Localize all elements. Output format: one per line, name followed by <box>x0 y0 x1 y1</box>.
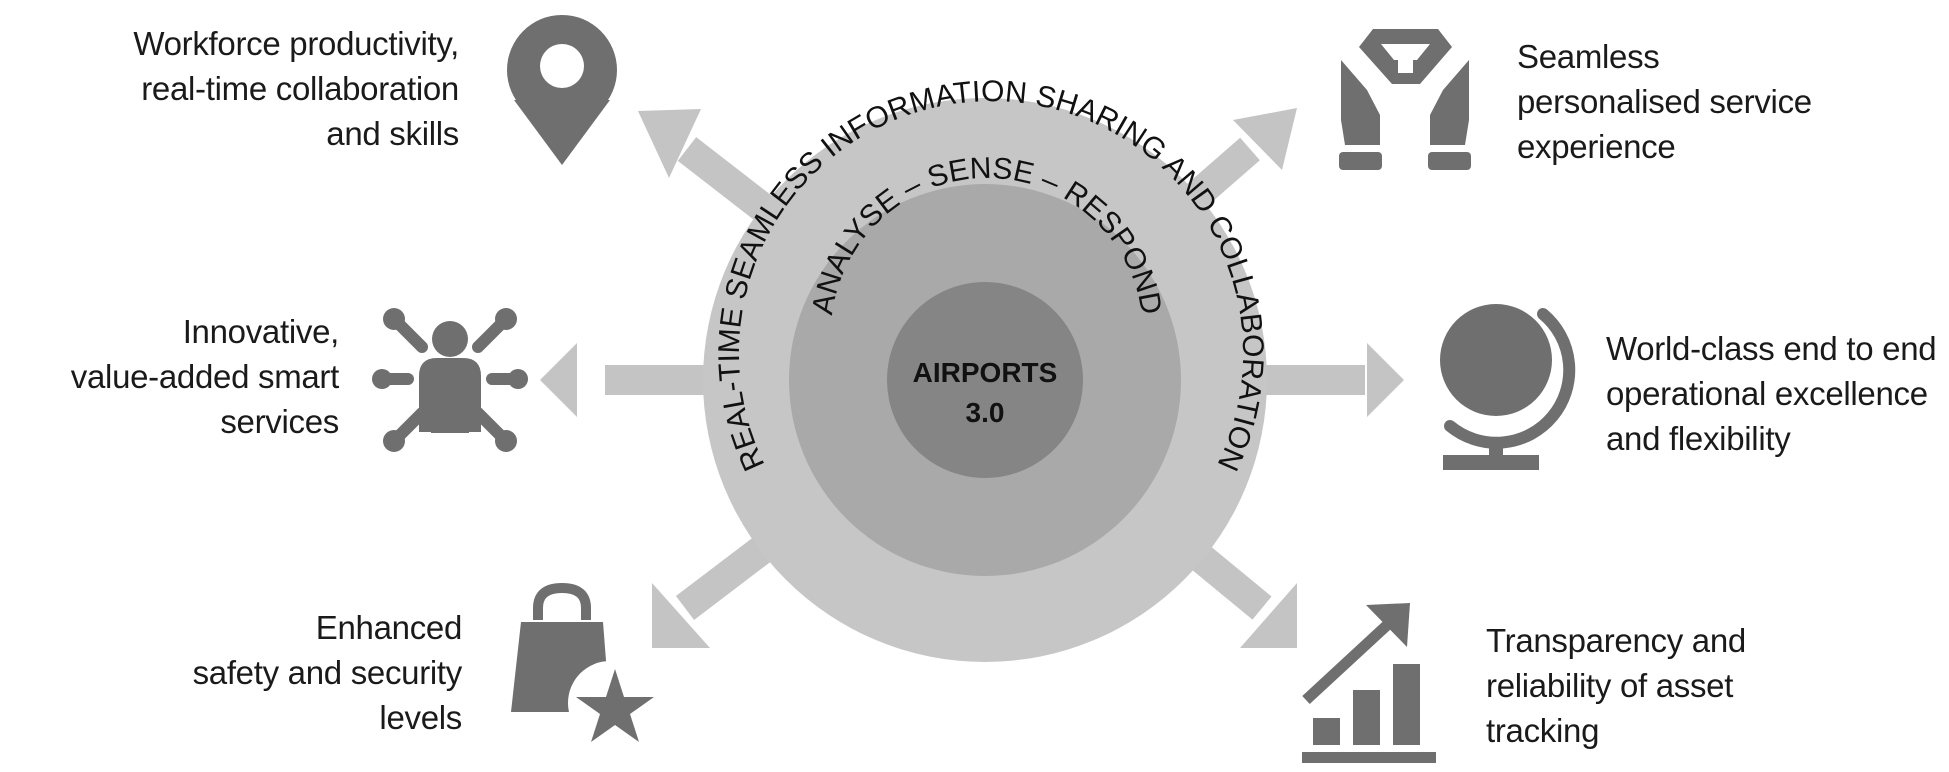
label-bottom-right: Transparency and reliability of asset tr… <box>1486 622 1746 749</box>
location-pin-icon <box>507 15 617 165</box>
hands-diamond-icon <box>1339 29 1471 170</box>
shopping-bag-star-icon <box>511 582 654 745</box>
label-top-left: Workforce productivity, real-time collab… <box>133 25 459 152</box>
label-top-right: Seamless personalised service experience <box>1517 38 1812 165</box>
core-title: AIRPORTS <box>913 357 1058 388</box>
connected-person-icon <box>372 308 528 452</box>
label-bottom-left: Enhanced safety and security levels <box>192 609 463 736</box>
core-circle <box>887 282 1083 478</box>
label-mid-left: Innovative, value-added smart services <box>70 313 340 440</box>
core-version: 3.0 <box>966 397 1005 428</box>
label-mid-right: World-class end to end operational excel… <box>1606 330 1937 457</box>
globe-icon <box>1440 304 1576 470</box>
growth-chart-icon <box>1302 603 1436 763</box>
